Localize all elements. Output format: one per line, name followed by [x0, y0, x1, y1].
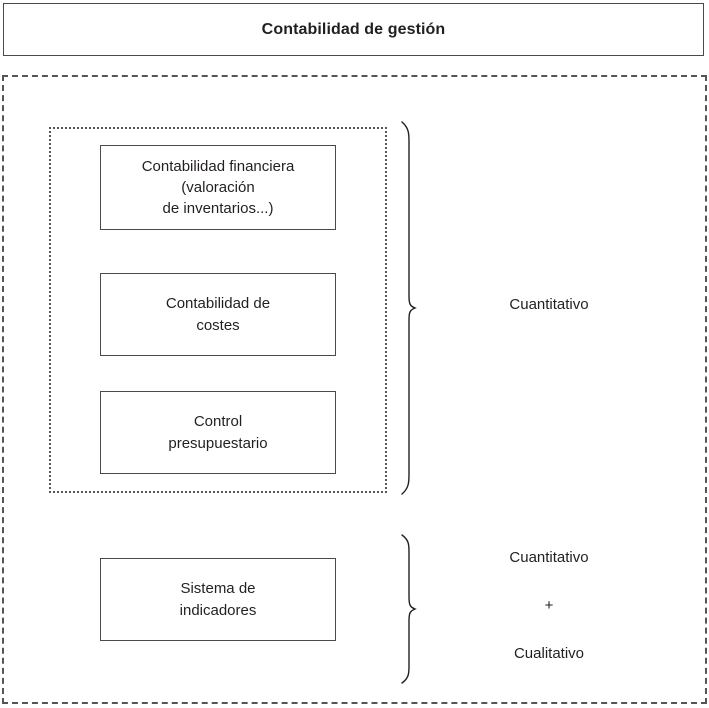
page-title: Contabilidad de gestión [261, 20, 446, 38]
inner-dotted-container [49, 127, 387, 493]
box-sistema-indicadores: Sistema de indicadores [100, 558, 336, 641]
box-contabilidad-costes-label: Contabilidad de costes [165, 295, 271, 334]
box-control-presupuestario-label: Control presupuestario [168, 413, 268, 452]
diagram-title-box: Contabilidad de gestión [3, 3, 704, 56]
label-plus-sign: + [544, 597, 554, 614]
outer-dashed-container [2, 75, 707, 704]
brace-quantitative-icon [401, 121, 417, 495]
box-contabilidad-financiera-label: Contabilidad financiera (valoración de i… [141, 157, 295, 218]
box-sistema-indicadores-label: Sistema de indicadores [179, 580, 257, 619]
label-cualitativo-mixed-group: Cualitativo [513, 645, 585, 662]
box-contabilidad-costes: Contabilidad de costes [100, 273, 336, 356]
brace-mixed-icon [401, 534, 417, 684]
box-contabilidad-financiera: Contabilidad financiera (valoración de i… [100, 145, 336, 230]
label-cuantitativo-quantitative-group: Cuantitativo [509, 296, 589, 313]
label-cuantitativo-mixed-group: Cuantitativo [509, 549, 589, 566]
box-control-presupuestario: Control presupuestario [100, 391, 336, 474]
